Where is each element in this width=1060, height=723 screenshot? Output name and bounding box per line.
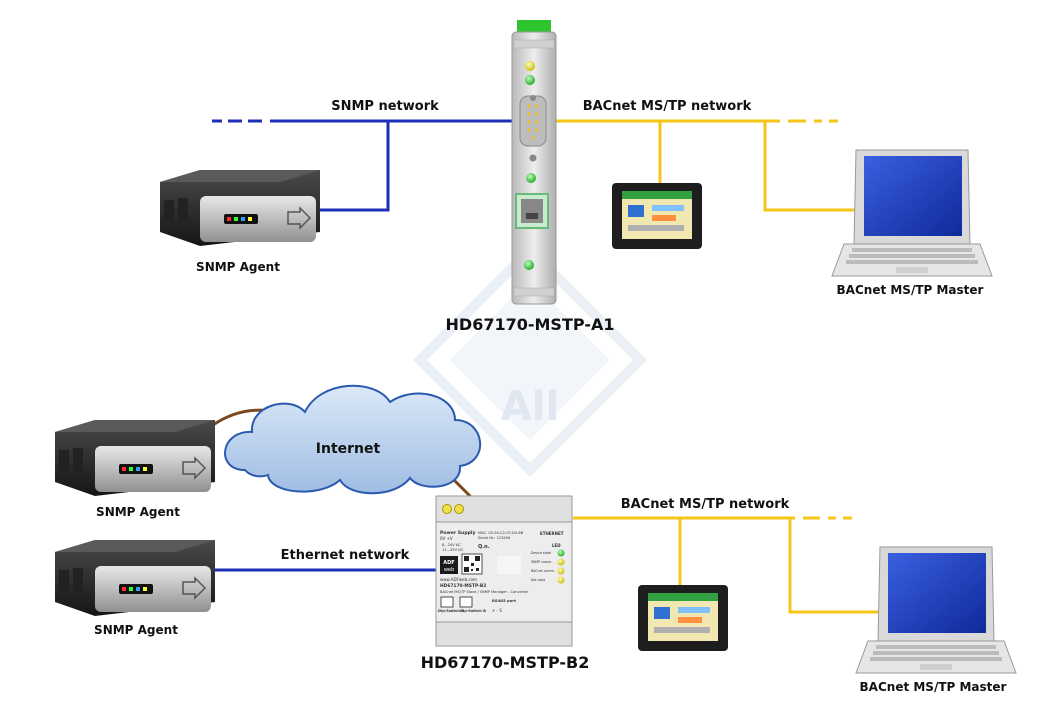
led-green xyxy=(557,549,565,557)
bacnet-master-top-label: BACnet MS/TP Master xyxy=(837,283,984,297)
led-yellow xyxy=(557,567,565,575)
snmp-agent-bottom xyxy=(55,540,215,616)
b2-voltage-1: 8...24V AC xyxy=(442,543,461,547)
hmi-panel-bottom xyxy=(638,585,728,651)
ce-mark-area xyxy=(497,556,521,574)
b2-dip-a: Dip-Switch A xyxy=(438,609,464,613)
device-a1-label: HD67170-MSTP-A1 xyxy=(446,315,615,334)
b2-rs485: RS485 port xyxy=(492,598,516,603)
b2-description: BACnet MS/TP Slave / SNMP Manager - Conv… xyxy=(440,590,529,594)
b2-website: www.ADFweb.com xyxy=(440,577,477,582)
watermark-logo: All xyxy=(412,242,648,478)
b2-mac: MAC: 00-50-C2-07-D4-8B xyxy=(478,531,524,535)
b2-led-2: SNMP comm. xyxy=(531,560,552,564)
b2-led-4: Not used xyxy=(531,578,545,582)
internet-label: Internet xyxy=(316,441,381,457)
snmp-agent-bottom-label: SNMP Agent xyxy=(94,623,178,637)
dip-switch-b xyxy=(459,596,473,608)
b2-power-supply: Power Supply xyxy=(440,530,475,536)
terminal-screw xyxy=(454,504,464,514)
b2-model: HD67170-MSTP-B2 xyxy=(440,583,486,589)
b2-led: LED xyxy=(552,543,561,548)
snmp-agent-top-label: SNMP Agent xyxy=(196,260,280,274)
device-b2-label: HD67170-MSTP-B2 xyxy=(421,653,590,672)
laptop-bottom xyxy=(855,546,1017,674)
snmp-network-top-line xyxy=(212,119,512,212)
bacnet-network-bottom-line xyxy=(573,516,878,614)
laptop-top xyxy=(831,149,993,277)
b2-voltage-2: 12...35V DC xyxy=(442,548,464,552)
b2-dip-b: Dip-Switch B xyxy=(460,609,486,613)
led-green xyxy=(526,173,536,183)
led-yellow xyxy=(525,61,535,71)
logo-bottom: web xyxy=(444,567,454,573)
led-yellow xyxy=(557,576,565,584)
bacnet-network-top-line xyxy=(553,119,855,212)
dip-switch-a xyxy=(440,596,454,608)
led-yellow xyxy=(557,558,565,566)
b2-voltage-header: 0V +V xyxy=(440,536,453,541)
b2-rs485-pins: + - S xyxy=(492,608,502,613)
ethernet-network-label: Ethernet network xyxy=(281,548,410,563)
qr-code xyxy=(461,553,483,575)
b2-led-3: BACnet comm. xyxy=(531,569,555,573)
b2-led-1: Device state xyxy=(531,551,551,555)
b2-serial: Serial Nr.: 123456 xyxy=(478,536,511,540)
snmp-agent-mid-label: SNMP Agent xyxy=(96,505,180,519)
bacnet-network-top-label: BACnet MS/TP network xyxy=(583,99,752,114)
watermark-text: All xyxy=(501,384,559,430)
internet-cloud xyxy=(224,384,482,495)
b2-q-label: Q.n. xyxy=(478,544,490,550)
bacnet-master-bottom-label: BACnet MS/TP Master xyxy=(860,680,1007,694)
hmi-panel-top xyxy=(612,183,702,249)
logo-top: ADF xyxy=(443,560,454,566)
bacnet-network-bottom-label: BACnet MS/TP network xyxy=(621,497,790,512)
snmp-agent-top xyxy=(160,170,320,246)
snmp-network-label: SNMP network xyxy=(331,99,439,114)
snmp-agent-mid xyxy=(55,420,215,496)
device-a1 xyxy=(511,20,557,305)
adfweb-logo xyxy=(440,556,458,574)
b2-ethernet: ETHERNET xyxy=(540,531,564,536)
device-b2: Power Supply 0V +V 8...24V AC 12...35V D… xyxy=(435,495,573,647)
led-green xyxy=(524,260,534,270)
led-green xyxy=(525,75,535,85)
terminal-screw xyxy=(442,504,452,514)
